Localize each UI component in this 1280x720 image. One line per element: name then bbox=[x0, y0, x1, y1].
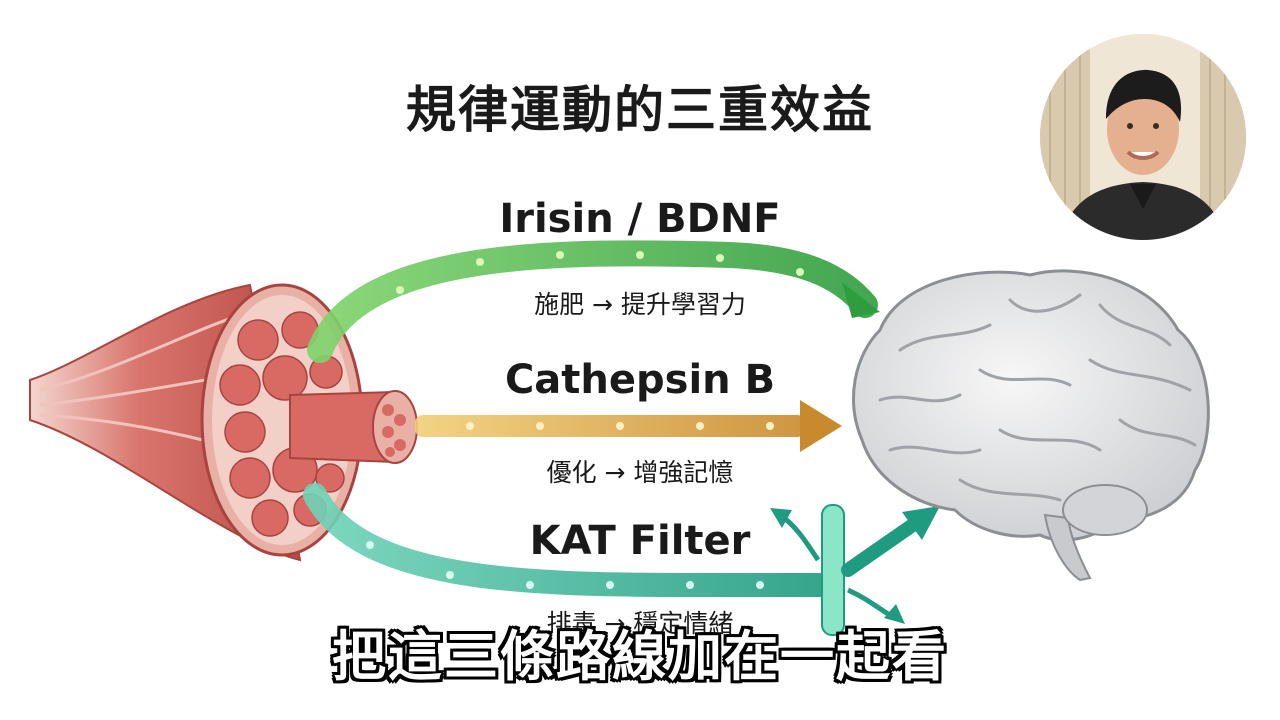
kat-filter-sub: 排毒 → 穩定情緒 bbox=[546, 609, 734, 638]
muscle-icon bbox=[29, 283, 418, 562]
presenter-avatar bbox=[1040, 34, 1246, 240]
brain-icon bbox=[852, 269, 1210, 582]
kat-filter-label: KAT Filter bbox=[529, 518, 751, 564]
irisin-bdnf-label: Irisin / BDNF bbox=[499, 196, 781, 242]
irisin-bdnf-sub: 施肥 → 提升學習力 bbox=[534, 290, 746, 319]
cathepsin-b-label: Cathepsin B bbox=[504, 357, 776, 403]
kat-filter-arrow bbox=[303, 483, 940, 636]
page-title: 規律運動的三重效益 bbox=[406, 81, 874, 139]
video-subtitle: 把這三條路線加在一起看 bbox=[332, 625, 948, 688]
irisin-arrow bbox=[307, 240, 880, 363]
cathepsin-b-sub: 優化 → 增強記憶 bbox=[546, 458, 734, 487]
cathepsin-arrow bbox=[415, 400, 842, 452]
